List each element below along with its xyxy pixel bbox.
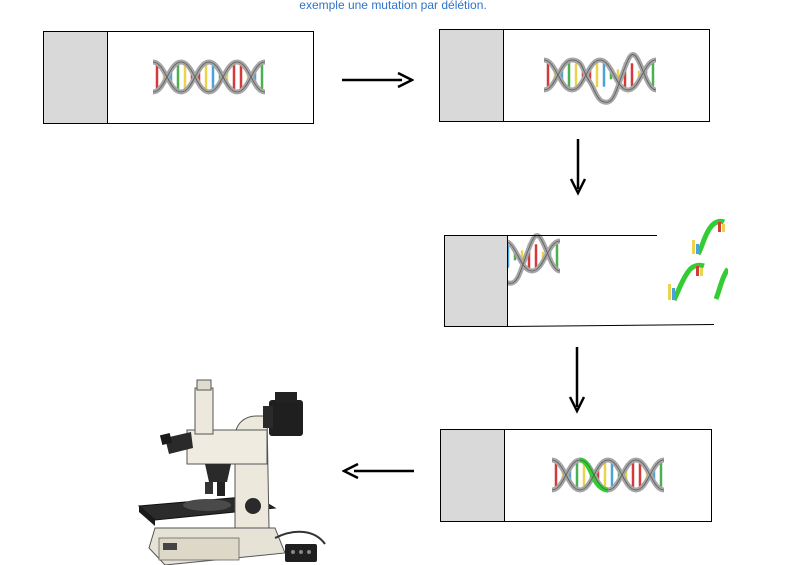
hybridized-dna-icon: [551, 457, 665, 493]
fluorescent-probe-icon: [692, 218, 726, 256]
slide-fluorescent-probes: [444, 218, 728, 328]
arrow-right-icon: [342, 71, 414, 89]
slide-intact-dna: [43, 31, 314, 124]
arrow-down-icon: [569, 139, 587, 196]
fluorescent-probe-icon: [713, 267, 728, 300]
dna-deletion-icon: [543, 52, 657, 105]
arrow-down-icon: [568, 347, 586, 414]
header-caption: exemple une mutation par délétion.: [299, 0, 487, 12]
slide-label-area: [440, 30, 504, 121]
microscope-icon: [137, 379, 326, 565]
dna-double-helix-icon: [152, 59, 266, 95]
fluorescent-probe-icon: [668, 262, 705, 302]
slide-label-area: [44, 32, 108, 123]
slide-dna-deletion: [439, 29, 710, 122]
arrow-left-icon: [342, 462, 414, 480]
slide-label-area: [441, 430, 505, 521]
slide-hybridized-dna: [440, 429, 712, 522]
